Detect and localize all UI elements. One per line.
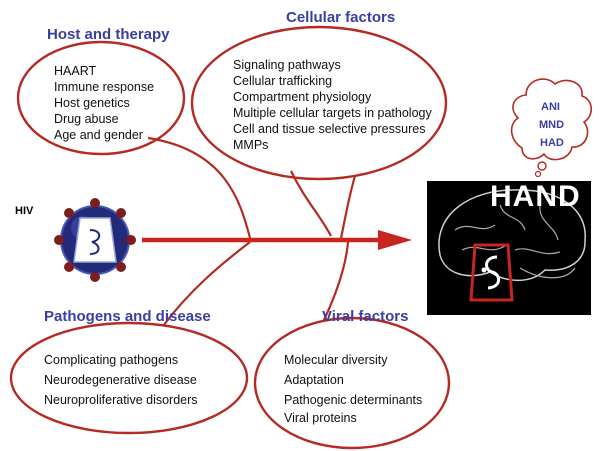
viral-item: Viral proteins [284,411,357,425]
cellular-item: Compartment physiology [233,90,372,104]
brain-panel [427,181,591,315]
viral-item: Molecular diversity [284,353,388,367]
main-arrow-head [378,230,412,250]
viral-item: Pathogenic determinants [284,393,423,407]
hiv-label: HIV [15,205,34,217]
cellular-ellipse [190,25,448,181]
viral-item: Adaptation [284,373,344,387]
pathogens-item: Complicating pathogens [44,353,179,367]
host-heading: Host and therapy [47,26,170,43]
subtype-ani-label: ANI [541,101,560,113]
viral-feeder-line [323,241,350,321]
viral-ellipse [253,316,451,450]
host-item: Host genetics [54,96,130,110]
cellular-feeder-line-a [290,170,332,237]
cellular-item: Multiple cellular targets in pathology [233,106,432,120]
cellular-item: Cell and tissue selective pressures [233,122,426,136]
host-item: Age and gender [54,128,143,142]
viral-heading: Viral factors [322,308,409,325]
cellular-item: Cellular trafficking [233,74,333,88]
host-feeder-line [147,136,252,239]
cellular-heading: Cellular factors [286,9,396,26]
host-ellipse [16,40,186,156]
cellular-item: MMPs [233,138,269,152]
host-item: HAART [54,64,97,78]
pathogens-feeder-line [162,241,251,327]
subtype-had-label: HAD [540,137,564,149]
hiv-virus-icon [54,198,136,282]
pathogens-heading: Pathogens and disease [44,308,211,325]
cellular-feeder-line-b [339,175,357,239]
host-item: Immune response [54,80,155,94]
pathogens-item: Neurodegenerative disease [44,373,197,387]
hand-label: HAND [490,180,581,213]
hand-subtypes-bubble [510,78,593,178]
pathogens-item: Neuroproliferative disorders [44,393,198,407]
pathogens-ellipse [9,321,249,435]
host-item: Drug abuse [54,112,119,126]
cellular-item: Signaling pathways [233,58,341,72]
subtype-mnd-label: MND [539,119,565,131]
